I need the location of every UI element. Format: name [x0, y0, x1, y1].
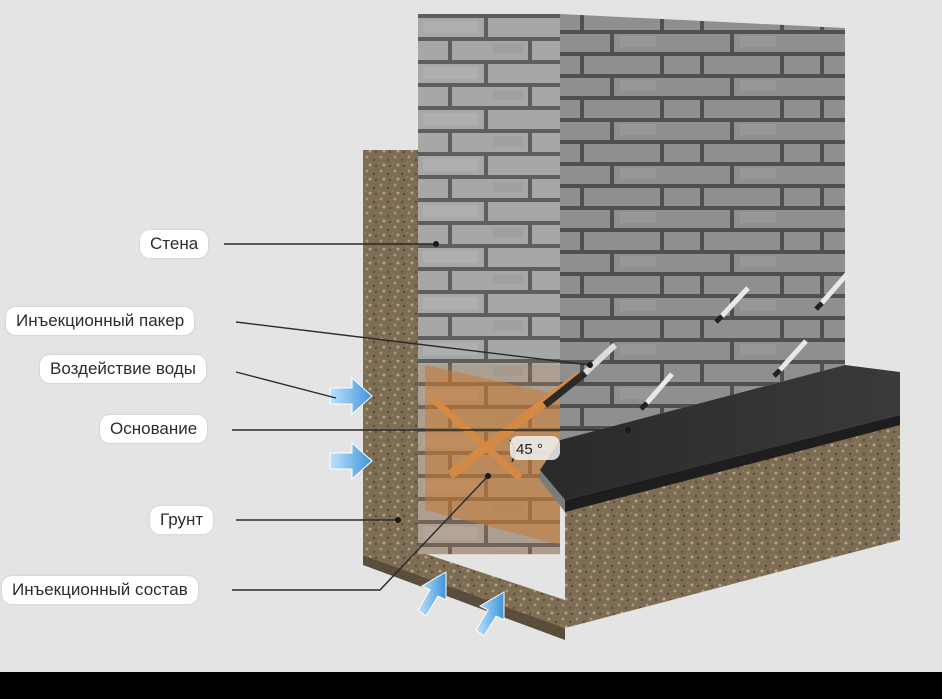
soil-right — [565, 415, 900, 628]
water-arrows — [329, 376, 505, 637]
leader-dots — [395, 241, 631, 523]
arrow-icon — [475, 591, 505, 637]
label-wall: Стена — [140, 230, 209, 258]
leader-water — [235, 371, 337, 399]
label-soil: Грунт — [150, 506, 214, 534]
arrow-icon — [329, 376, 373, 416]
label-base: Основание — [100, 415, 208, 443]
packer-group — [639, 271, 850, 411]
base-front — [540, 470, 565, 512]
wall-side-face — [560, 14, 845, 440]
leader-lines — [224, 243, 628, 591]
arrow-icon — [329, 441, 373, 481]
angle-text: 45 ° — [516, 441, 543, 458]
label-compound: Инъекционный состав — [2, 576, 198, 604]
packer-tip-main — [582, 342, 618, 376]
base-top — [540, 365, 900, 500]
soil-left — [363, 150, 565, 628]
angle-badge — [510, 436, 560, 460]
label-packer: Инъекционный пакер — [6, 307, 195, 335]
bottom-bar — [0, 672, 942, 699]
compound-channel — [429, 395, 523, 481]
leader-compound — [232, 475, 489, 591]
leader-packer — [235, 321, 591, 366]
soil-edge — [363, 555, 565, 640]
packer-body-main — [542, 370, 588, 408]
base-lip — [565, 415, 900, 512]
arrow-icon — [417, 571, 447, 617]
label-water: Воздействие воды — [40, 355, 206, 383]
